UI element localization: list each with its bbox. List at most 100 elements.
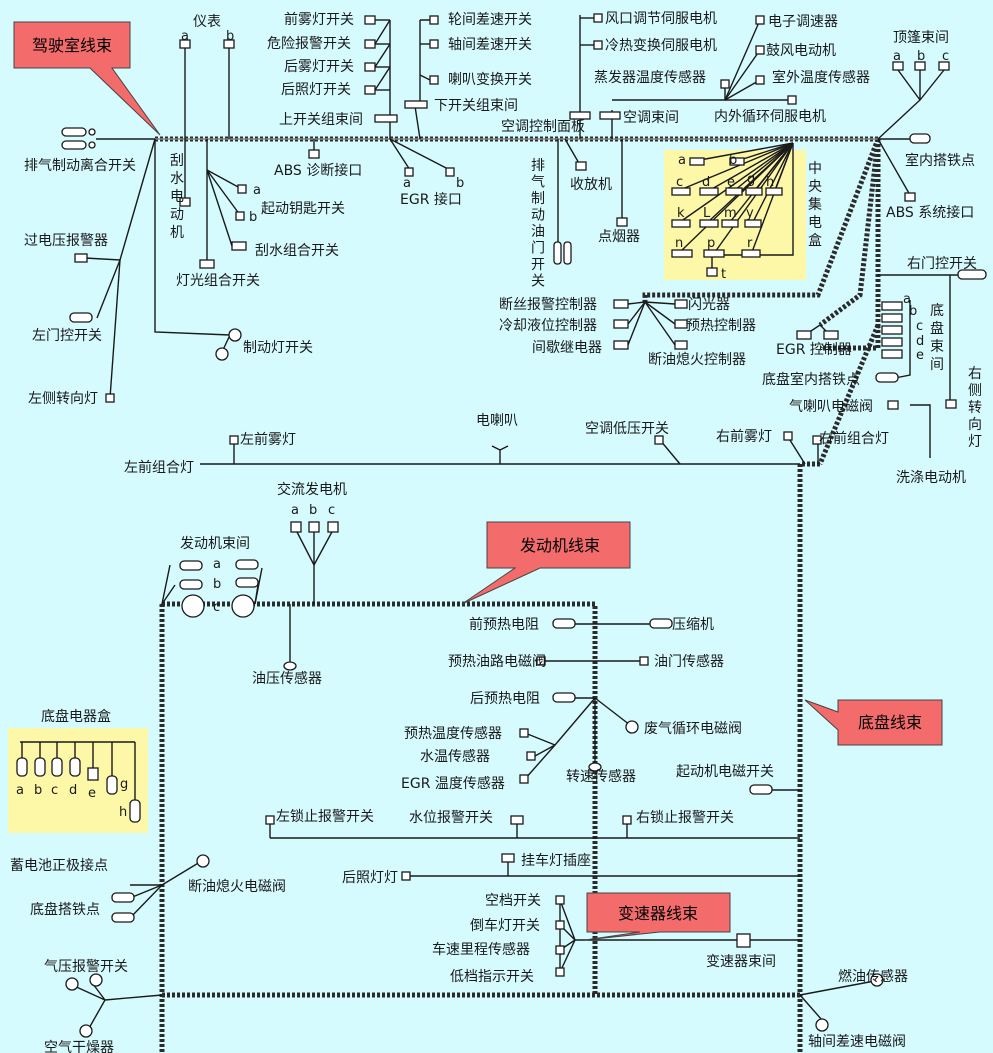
label-roof-c: c — [942, 49, 949, 64]
ac-wires — [557, 15, 790, 245]
label-air-horn-valve: 气喇叭电磁阀 — [789, 399, 873, 415]
label-wiper-motor: 刮水电动机 — [170, 153, 184, 241]
label-fuse-alarm: 断丝报警控制器 — [499, 297, 597, 313]
label-cb-p: p — [707, 236, 715, 251]
labels-vertical: 刮水电动机 排气制动油门开关 中央集电盒 底盘束间 右侧转向灯 — [170, 153, 982, 450]
label-indoor-ground: 室内搭铁点 — [905, 152, 975, 169]
label-ac-panel: 空调控制面板 — [501, 119, 585, 135]
callout-cab-label: 驾驶室线束 — [32, 36, 112, 55]
label-egr-valve: 废气循环电磁阀 — [644, 721, 742, 737]
label-preheat-oil-valve: 预热油路电磁阀 — [448, 654, 546, 670]
label-right-door-switch: 右门控开关 — [907, 256, 977, 272]
label-right-front-fog: 右前雾灯 — [716, 428, 772, 445]
label-chassis-d: d — [916, 334, 924, 349]
label-central-box: 中央集电盒 — [808, 161, 822, 249]
label-right-front-combo: 右前组合灯 — [819, 430, 889, 447]
label-egr-port: EGR 接口 — [400, 191, 462, 208]
label-trailer-socket: 挂车灯插座 — [521, 852, 591, 869]
label-wheel-diff-switch: 轮间差速开关 — [448, 12, 532, 28]
main-harness — [155, 136, 881, 1053]
label-horn-switch: 喇叭变换开关 — [448, 71, 532, 88]
callout-engine-label: 发动机线束 — [520, 536, 600, 555]
label-egr-ctrl: EGR 控制器 — [776, 342, 852, 358]
label-cb-e: e — [727, 175, 735, 190]
label-rear-light: 后照灯灯 — [342, 870, 398, 886]
label-right-turn-light: 右侧转向灯 — [968, 366, 982, 450]
label-electronic-governor: 电子调速器 — [768, 14, 838, 30]
label-rear-light-switch: 后照灯开关 — [281, 82, 351, 98]
label-front-preheat: 前预热电阻 — [469, 616, 539, 633]
label-cb-n: n — [675, 236, 683, 251]
label-brake-light-switch: 制动灯开关 — [243, 340, 313, 356]
label-light-combo: 灯光组合开关 — [176, 273, 260, 289]
label-fuel-sensor: 燃油传感器 — [838, 968, 908, 985]
label-cb-m: m — [724, 206, 737, 221]
lower-wires — [71, 820, 881, 1031]
label-chassis-c: c — [916, 319, 923, 334]
label-electric-horn: 电喇叭 — [476, 413, 518, 429]
label-instrument: 仪表 — [193, 14, 221, 30]
label-exhaust-throttle-switch: 排气制动油门开关 — [531, 158, 545, 290]
label-air-dryer: 空气干燥器 — [44, 1040, 114, 1053]
label-left-turn-light: 左侧转向灯 — [28, 391, 98, 407]
label-blower-motor: 鼓风电动机 — [766, 43, 836, 59]
label-battery-pos: 蓄电池正极接点 — [10, 857, 108, 874]
label-water-alarm: 水位报警开关 — [409, 810, 493, 826]
label-left-front-combo: 左前组合灯 — [124, 459, 194, 476]
label-rear-fog-switch: 后雾灯开关 — [284, 59, 354, 75]
labels-central-box: a b c d e g h k L m y n p r t — [675, 153, 774, 282]
label-axle-diff-valve: 轴间差速电磁阀 — [808, 1034, 906, 1050]
label-alt-a: a — [291, 503, 299, 518]
label-preheat-ctrl: 预热控制器 — [686, 318, 756, 334]
label-neutral-switch: 空档开关 — [485, 893, 541, 909]
label-chassis-box: 底盘电器盒 — [41, 708, 111, 725]
chassis-bundle-wires — [894, 300, 931, 458]
label-abs-port: ABS 系统接口 — [886, 204, 974, 221]
label-right-lock-alarm: 右锁止报警开关 — [636, 810, 734, 826]
label-shutoff-ctrl: 断油熄火控制器 — [648, 351, 746, 368]
labels-lower: 底盘电器盒 a b c d e g h 左锁止报警开关 水位报警开关 右锁止报警… — [10, 708, 908, 1053]
label-shutoff-valve: 断油熄火电磁阀 — [188, 878, 286, 895]
label-cb-l: L — [703, 206, 711, 221]
label-chassis-b: b — [909, 304, 917, 319]
label-cigar: 点烟器 — [598, 229, 640, 245]
label-flasher: 闪光器 — [688, 297, 730, 313]
label-cbox-g: g — [120, 777, 128, 792]
chassis-box-wires — [20, 741, 136, 802]
label-evap-sensor: 蒸发器温度传感器 — [594, 69, 706, 86]
label-roof-a: a — [893, 49, 901, 64]
label-axle-diff-switch: 轴间差速开关 — [448, 37, 532, 53]
label-abs-diag: ABS 诊断接口 — [274, 162, 362, 179]
label-front-fog-switch: 前雾灯开关 — [284, 11, 354, 28]
label-cb-h: h — [766, 175, 774, 190]
label-roof-b: b — [917, 49, 925, 64]
label-cb-d: d — [702, 175, 710, 190]
label-wiper-combo: 刮水组合开关 — [255, 243, 339, 259]
callout-chassis: 底盘线束 — [804, 699, 943, 746]
label-trans-bundle: 变速器束间 — [706, 954, 776, 970]
label-lower-switch-bundle: 下开关组束间 — [434, 98, 518, 114]
label-ac-bundle: 空调束间 — [623, 110, 679, 126]
label-cb-a: a — [678, 153, 686, 168]
chassis-box-panel — [8, 728, 148, 833]
label-speedo-sensor: 车速里程传感器 — [432, 941, 530, 958]
label-chassis-e: e — [916, 348, 924, 363]
label-upper-switch-bundle: 上开关组束间 — [279, 112, 363, 128]
label-cbox-e: e — [88, 786, 96, 801]
label-starter-c: c — [213, 600, 220, 615]
label-left-front-fog: 左前雾灯 — [240, 431, 296, 448]
label-start-key: 起动钥匙开关 — [261, 201, 345, 217]
label-overvolt-alarm: 过电压报警器 — [24, 233, 108, 249]
label-rear-preheat: 后预热电阻 — [470, 691, 540, 707]
label-starter-relay: 起动机电磁开关 — [676, 764, 774, 780]
label-instrument-a: a — [181, 29, 189, 44]
label-vent-servo: 风口调节伺服电机 — [605, 11, 717, 27]
label-throttle-sensor: 油门传感器 — [654, 653, 724, 670]
label-oil-pressure: 油压传感器 — [252, 670, 322, 687]
label-alternator: 交流发电机 — [277, 481, 347, 498]
label-chassis-ground: 底盘搭铁点 — [30, 901, 100, 918]
label-washer-motor: 洗涤电动机 — [896, 470, 966, 486]
label-left-lock-alarm: 左锁止报警开关 — [276, 809, 374, 825]
label-cb-t: t — [721, 267, 726, 282]
